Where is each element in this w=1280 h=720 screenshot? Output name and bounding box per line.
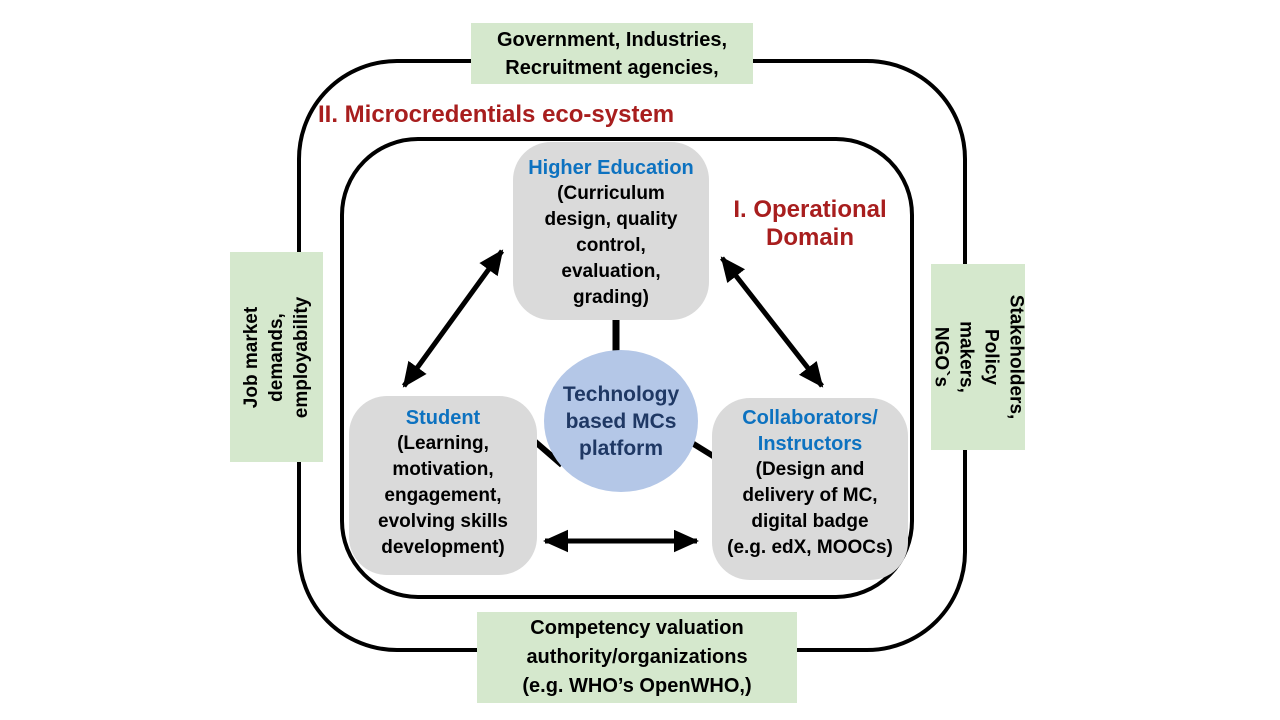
operational-domain-title: I. Operational Domain (733, 196, 887, 251)
node-collaborators-instructors: Collaborators/ Instructors (Design and d… (712, 398, 908, 580)
external-box-competency-valuation: Competency valuation authority/organizat… (477, 612, 797, 703)
ecosystem-title: II. Microcredentials eco-system (318, 101, 675, 128)
arrow-higher-education-collaborators (720, 256, 824, 388)
external-box-government-industries: Government, Industries, Recruitment agen… (471, 23, 753, 84)
external-box-competency-valuation-label: Competency valuation authority/organizat… (522, 617, 752, 697)
node-higher-education-title: Higher Education (528, 157, 694, 179)
node-student-body: (Learning, motivation, engagement, evolv… (378, 433, 508, 558)
external-box-stakeholders-label: Stakeholders, Policy makers, NGO`s (930, 294, 1027, 420)
external-box-job-market: Job market demands, employability (230, 252, 323, 462)
operational-domain-boundary-rect (340, 137, 914, 599)
node-student: Student (Learning, motivation, engagemen… (349, 396, 537, 575)
node-collaborators-instructors-body: (Design and delivery of MC, digital badg… (727, 459, 893, 558)
node-collaborators-instructors-title: Collaborators/ Instructors (742, 407, 878, 455)
external-box-government-industries-label: Government, Industries, Recruitment agen… (496, 28, 728, 79)
external-box-stakeholders: Stakeholders, Policy makers, NGO`s (930, 264, 1027, 450)
external-box-job-market-label: Job market demands, employability (241, 296, 313, 418)
node-student-title: Student (405, 407, 481, 429)
node-higher-education-body: (Curriculum design, quality control, eva… (544, 183, 678, 308)
node-technology-platform-label: Technology based MCs platform (562, 382, 680, 460)
node-technology-platform: Technology based MCs platform (544, 350, 698, 492)
node-higher-education: Higher Education (Curriculum design, qua… (513, 142, 709, 320)
arrow-student-higher-education (401, 249, 505, 388)
